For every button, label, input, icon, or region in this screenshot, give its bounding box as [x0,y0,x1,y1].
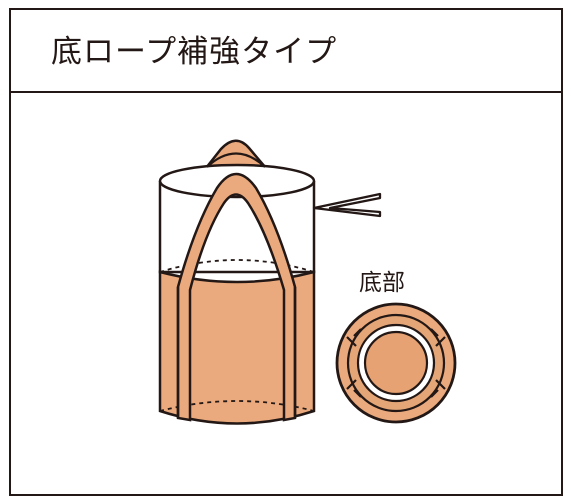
discharge-spout [312,192,382,218]
bag-dashed-rim [159,259,315,273]
panel-header: 底ロープ補強タイプ [11,10,561,93]
bottom-reinforcement [335,302,457,424]
panel-title: 底ロープ補強タイプ [51,34,338,70]
bottom-label: 底部 [359,270,405,296]
loop-top-cap [206,152,266,168]
